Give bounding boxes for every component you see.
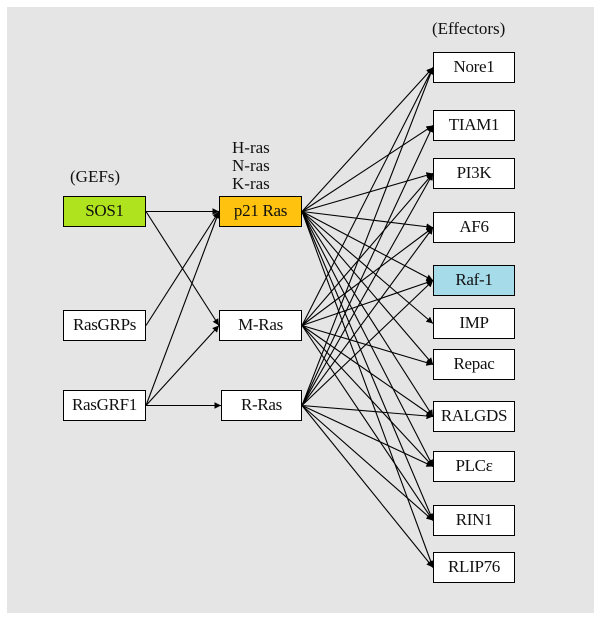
edge-MRas-to-Repac xyxy=(301,324,434,366)
node-plc-epsilon[interactable]: PLCε xyxy=(433,451,515,482)
node-rin1[interactable]: RIN1 xyxy=(433,505,515,536)
edge-p21Ras-to-RALGDS xyxy=(301,211,434,417)
node-r-ras[interactable]: R-Ras xyxy=(221,390,302,421)
edge-p21Ras-to-IMP xyxy=(301,211,434,324)
node-pi3k[interactable]: PI3K xyxy=(433,158,515,189)
edge-RasGRPs-to-p21Ras xyxy=(145,211,220,326)
edge-RRas-to-AF6 xyxy=(301,227,434,406)
node-ralgds[interactable]: RALGDS xyxy=(433,401,515,432)
edge-RRas-to-PI3K xyxy=(301,173,434,406)
kras-label: K-ras xyxy=(232,174,270,193)
edge-p21Ras-to-TIAM1 xyxy=(301,125,434,212)
hras-label: H-ras xyxy=(232,138,270,157)
edge-RRas-to-RIN1 xyxy=(301,405,434,521)
gefs-label: (GEFs) xyxy=(70,167,121,186)
edge-RasGRF1-to-p21Ras xyxy=(145,211,220,406)
edge-MRas-to-RALGDS xyxy=(301,325,434,417)
node-p21-ras[interactable]: p21 Ras xyxy=(219,196,302,227)
edge-MRas-to-AF6 xyxy=(301,227,434,326)
node-imp[interactable]: IMP xyxy=(433,308,515,339)
node-rasgrps[interactable]: RasGRPs xyxy=(63,310,146,341)
edge-p21Ras-to-Nore1 xyxy=(301,67,434,212)
edge-MRas-to-PLCe xyxy=(301,325,434,467)
node-repac[interactable]: Repac xyxy=(433,349,515,380)
edge-p21Ras-to-RLIP76 xyxy=(301,211,434,568)
edge-RRas-to-RLIP76 xyxy=(301,405,434,568)
edge-p21Ras-to-RIN1 xyxy=(301,211,434,521)
edge-p21Ras-to-PLCe xyxy=(301,211,434,467)
node-nore1[interactable]: Nore1 xyxy=(433,52,515,83)
edge-MRas-to-Nore1 xyxy=(301,67,434,326)
nras-label: N-ras xyxy=(232,156,270,175)
edge-RRas-to-RALGDS xyxy=(301,404,434,420)
node-raf-1[interactable]: Raf-1 xyxy=(433,265,515,296)
edge-RRas-to-PLCe xyxy=(301,405,434,467)
edge-p21Ras-to-PI3K xyxy=(301,172,434,213)
edge-p21Ras-to-Raf1 xyxy=(301,211,434,281)
edge-MRas-to-PI3K xyxy=(301,173,434,326)
edge-RasGRF1-to-MRas xyxy=(145,325,220,406)
effectors-label: (Effectors) xyxy=(432,19,506,38)
edge-RRas-to-Raf1 xyxy=(301,280,434,406)
edge-RRas-to-TIAM1 xyxy=(301,125,434,406)
node-tiam1[interactable]: TIAM1 xyxy=(433,110,515,141)
edge-RRas-to-Nore1 xyxy=(301,67,434,406)
edge-MRas-to-Raf1 xyxy=(301,279,434,327)
node-sos1[interactable]: SOS1 xyxy=(63,196,146,227)
edge-p21Ras-to-Repac xyxy=(301,211,434,365)
edge-p21Ras-to-AF6 xyxy=(301,210,434,230)
node-af6[interactable]: AF6 xyxy=(433,212,515,243)
node-rasgrf1[interactable]: RasGRF1 xyxy=(63,390,146,421)
node-rlip76[interactable]: RLIP76 xyxy=(433,552,515,583)
node-m-ras[interactable]: M-Ras xyxy=(219,310,302,341)
